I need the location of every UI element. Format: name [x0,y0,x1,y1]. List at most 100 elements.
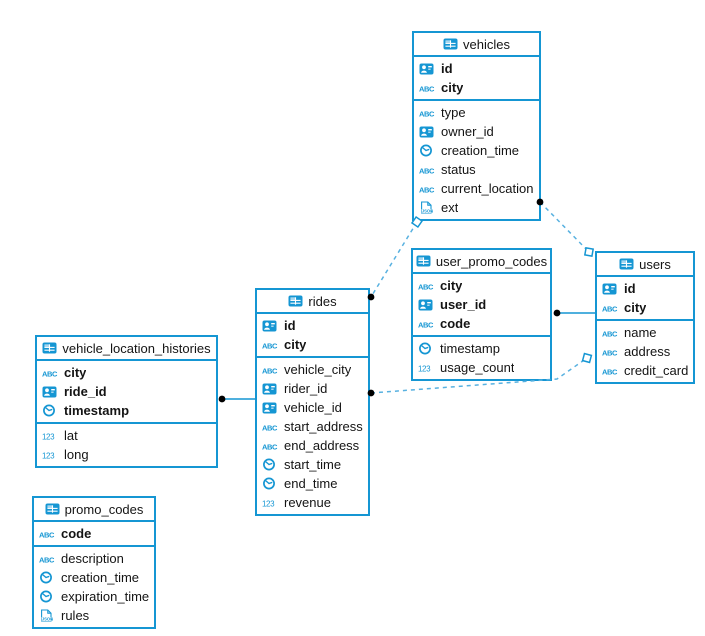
field-name: city [284,337,307,352]
string-type-icon: ABC [602,365,620,377]
id-type-icon [419,126,437,138]
string-type-icon: ABC [602,327,620,339]
field-name: creation_time [441,143,520,158]
time-type-icon [262,477,280,490]
string-type-icon: ABC [419,107,437,119]
field-name: revenue [284,495,331,510]
string-type-icon: ABC [262,339,280,351]
key-fields-section: id ABC city [597,277,693,321]
field-name: id [284,318,296,333]
field-name: start_address [284,419,363,434]
string-type-icon: ABC [262,440,280,452]
id-type-icon [419,63,437,75]
field-row: id [257,316,368,335]
string-type-icon: ABC [602,302,620,314]
time-type-icon [262,458,280,471]
field-row: creation_time [34,568,154,587]
field-name: current_location [441,181,534,196]
svg-text:ABC: ABC [602,348,618,357]
field-name: city [624,300,647,315]
number-type-icon: 123 [42,430,60,442]
field-name: timestamp [64,403,130,418]
table-title: promo_codes [64,501,144,517]
field-row: expiration_time [34,587,154,606]
svg-text:ABC: ABC [419,185,435,194]
svg-text:123: 123 [418,364,431,373]
field-name: ext [441,200,459,215]
time-type-icon [42,404,60,417]
time-type-icon [39,590,57,603]
string-type-icon: ABC [602,346,620,358]
table-title: vehicles [463,36,510,52]
svg-text:ABC: ABC [602,329,618,338]
time-type-icon [418,342,436,355]
field-name: lat [64,428,78,443]
field-row: owner_id [414,122,539,141]
svg-text:ABC: ABC [419,166,435,175]
table-header[interactable]: rides [257,290,368,314]
field-row: id [597,279,693,298]
svg-text:ABC: ABC [418,320,434,329]
field-row: ABC city [414,78,539,97]
table-header[interactable]: vehicles [414,33,539,57]
time-type-icon [39,571,57,584]
field-name: ride_id [64,384,107,399]
svg-text:ABC: ABC [39,530,55,539]
id-type-icon [262,320,280,332]
field-name: vehicle_id [284,400,342,415]
table-header[interactable]: users [597,253,693,277]
table-header[interactable]: user_promo_codes [413,250,550,274]
field-row: ABC city [257,335,368,354]
field-row: id [414,59,539,78]
field-name: owner_id [441,124,494,139]
field-name: end_time [284,476,338,491]
table-header[interactable]: vehicle_location_histories [37,337,216,361]
field-name: end_address [284,438,360,453]
svg-text:ABC: ABC [419,84,435,93]
field-name: rules [61,608,90,623]
string-type-icon: ABC [262,421,280,433]
field-name: long [64,447,89,462]
field-row: timestamp [37,401,216,420]
key-fields-section: id ABC city [257,314,368,358]
string-type-icon: ABC [42,367,60,379]
field-name: start_time [284,457,342,472]
string-type-icon: ABC [39,528,57,540]
id-type-icon [42,386,60,398]
field-name: id [441,61,453,76]
field-name: city [441,80,464,95]
field-name: vehicle_city [284,362,352,377]
field-row: ride_id [37,382,216,401]
field-name: address [624,344,671,359]
svg-text:ABC: ABC [39,555,55,564]
field-row: ABC start_address [257,417,368,436]
id-type-icon [262,383,280,395]
svg-text:ABC: ABC [262,341,278,350]
table-icon [619,258,634,270]
time-type-icon [419,144,437,157]
table-icon [42,342,57,354]
table-title: users [639,256,671,272]
field-row: end_time [257,474,368,493]
string-type-icon: ABC [419,183,437,195]
table-header[interactable]: promo_codes [34,498,154,522]
